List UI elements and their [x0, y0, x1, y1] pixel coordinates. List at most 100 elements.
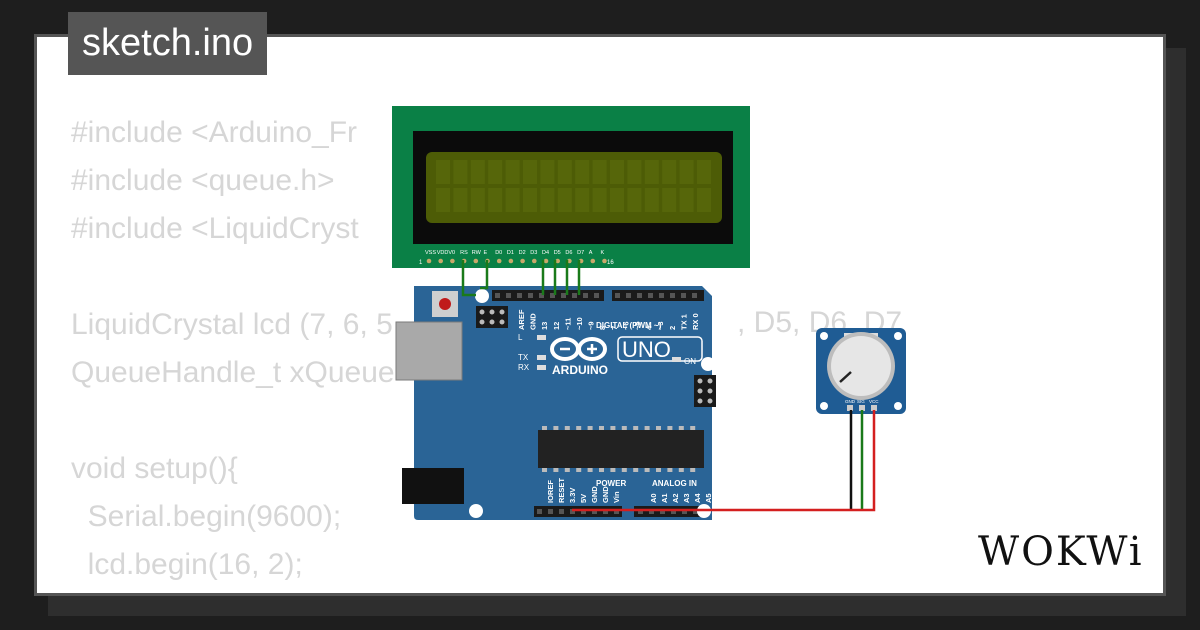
digital-header-left	[492, 290, 604, 301]
usb-port	[395, 321, 463, 381]
header-pin	[495, 293, 500, 298]
header-pin	[572, 293, 577, 298]
lcd-char-cell	[644, 160, 659, 184]
header-pin	[681, 293, 686, 298]
on-label: ON	[684, 357, 696, 366]
wire-e	[480, 260, 489, 290]
lcd-char-cell	[505, 188, 520, 212]
pot-knob[interactable]	[831, 336, 891, 396]
header-pin	[648, 293, 653, 298]
lcd-pin	[496, 258, 502, 264]
lcd-pin-label: RW	[472, 250, 482, 256]
header-pin	[570, 509, 575, 514]
lcd-char-cell	[662, 188, 677, 212]
lcd-pin-start: 1	[419, 260, 423, 266]
lcd-char-cell	[523, 160, 537, 184]
code-line: Serial.begin(9600);	[71, 500, 342, 533]
pin-label: 2	[668, 326, 677, 330]
pin-label: RX 0	[691, 313, 700, 330]
header-pin	[671, 509, 676, 514]
lcd-pin	[450, 258, 455, 264]
lcd-char-cell	[557, 188, 572, 212]
header-pin	[638, 509, 643, 514]
pin-label: 8	[598, 326, 607, 330]
lcd-pin-label: D0	[495, 250, 502, 256]
lcd-char-cell	[470, 160, 485, 184]
lcd-pin-label: D7	[577, 250, 584, 256]
code-line: LiquidCrystal lcd (7, 6, 5	[71, 308, 393, 341]
lcd-pin-label: E	[484, 250, 488, 256]
lcd-char-cell	[470, 188, 485, 212]
lcd-char-cell	[644, 188, 659, 212]
header-pin	[594, 293, 599, 298]
wokwi-logo: WOKWi	[978, 529, 1144, 575]
header-pin	[626, 293, 631, 298]
arduino-logo-icon	[550, 337, 607, 361]
lcd-char-cell	[488, 160, 503, 184]
pin-label: TX 1	[679, 314, 688, 330]
lcd-char-cell	[540, 188, 555, 212]
header-pin	[581, 509, 586, 514]
lcd-character-grid	[436, 160, 711, 212]
lcd-pin-label: D3	[530, 250, 537, 256]
pin-label: GND	[529, 313, 538, 330]
lcd-char-cell	[592, 160, 607, 184]
atmega-chip	[538, 430, 704, 468]
pin-label: ~6	[621, 321, 630, 330]
digital-label: DIGITAL (PWM ~)	[596, 321, 662, 330]
pin-label: ~11	[563, 318, 572, 330]
lcd-pin	[520, 258, 525, 264]
lcd-pin-label: A	[589, 250, 593, 256]
lcd-char-cell	[627, 188, 642, 212]
arduino-uno-board[interactable]: UNO ARDUINO ON DIGITAL (PWM ~) ANALOG IN…	[395, 286, 716, 520]
header-pin	[550, 293, 555, 298]
lcd-char-cell	[453, 188, 468, 212]
pin-label: 4	[645, 325, 654, 330]
chip-leg	[564, 426, 570, 430]
pot-pin-label: GND	[845, 399, 856, 404]
reset-button[interactable]	[439, 298, 451, 310]
wire-rs	[461, 260, 476, 297]
led-label: TX	[518, 353, 529, 362]
analog-label: ANALOG IN	[652, 479, 697, 488]
header-pin	[614, 509, 619, 514]
lcd-pin	[602, 258, 607, 264]
code-line: #include <Arduino_Fr	[71, 116, 358, 149]
header-pin	[548, 509, 553, 514]
lcd-pin	[590, 258, 596, 264]
pin-label: A0	[649, 493, 658, 503]
chip-leg	[599, 426, 604, 430]
chip-leg	[610, 468, 616, 472]
pot-pin	[859, 405, 865, 411]
mount-hole-3	[469, 504, 483, 518]
chip-leg	[553, 426, 559, 430]
chip-leg	[576, 426, 582, 430]
lcd-char-cell	[436, 160, 450, 184]
svg-text:WOKWi: WOKWi	[978, 529, 1144, 575]
lcd-pin-label: K	[601, 250, 605, 256]
header-pin	[506, 293, 511, 298]
header-pin	[583, 293, 588, 298]
header-pin	[693, 509, 698, 514]
header-pin	[603, 509, 608, 514]
lcd-char-cell	[575, 188, 590, 212]
lcd-char-cell	[697, 160, 711, 184]
pin-label: RESET	[557, 478, 566, 503]
pin-label: GND	[590, 486, 599, 503]
mount-hole-2	[701, 357, 715, 371]
pin-label: 7	[610, 326, 619, 330]
wires	[461, 260, 876, 512]
lcd-pin	[555, 258, 560, 264]
pin-label: 13	[540, 322, 549, 330]
chip-leg	[542, 426, 547, 430]
header-pin	[539, 293, 544, 298]
lcd-char-cell	[575, 160, 590, 184]
pot-pin-label: VCC	[869, 399, 879, 404]
chip-leg	[610, 426, 616, 430]
file-tab[interactable]: sketch.ino	[68, 12, 268, 75]
chip-leg	[633, 426, 639, 430]
code-line: void setup(){	[71, 452, 238, 485]
